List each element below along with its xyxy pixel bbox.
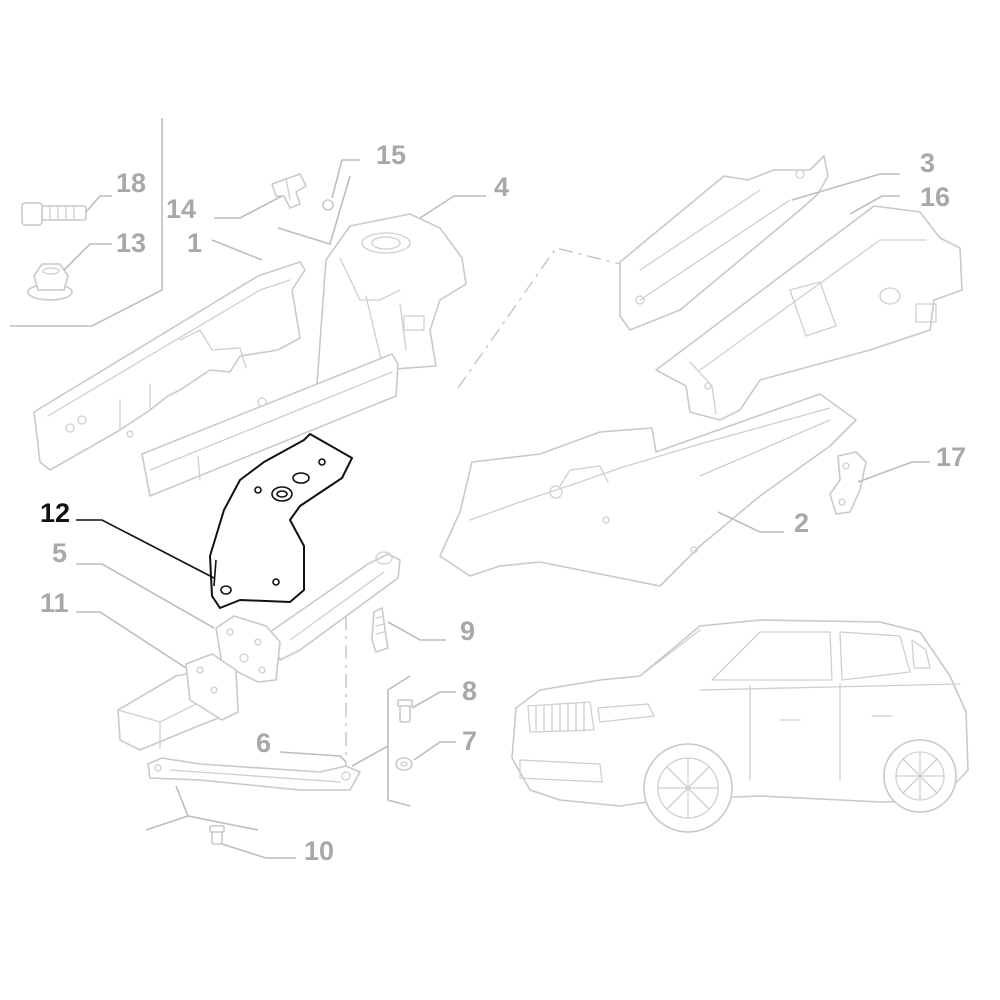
callout-labels: 1 2 3 4 5 6 7 8 9 10 11 12 13 14 15 16 1…	[40, 140, 966, 866]
part-13-nut[interactable]	[27, 243, 112, 301]
part-6-frame	[145, 785, 259, 831]
callout-4[interactable]: 4	[494, 172, 509, 202]
callout-11[interactable]: 11	[40, 588, 69, 618]
callout-16[interactable]: 16	[920, 182, 950, 212]
callout-17[interactable]: 17	[936, 442, 966, 472]
hardware-group-frame	[10, 118, 163, 327]
callout-15[interactable]: 15	[376, 140, 406, 170]
part-4-frame-lines	[277, 175, 351, 246]
fastener-group-frame	[351, 675, 411, 807]
callout-14[interactable]: 14	[166, 194, 196, 224]
part-11-crashbox[interactable]	[76, 611, 239, 751]
part-5-crossmember[interactable]	[76, 551, 401, 683]
callout-2[interactable]: 2	[794, 508, 809, 538]
lower-member	[141, 353, 399, 497]
part-7-washer[interactable]	[395, 741, 456, 771]
callout-6[interactable]: 6	[256, 728, 271, 758]
part-17-bracket[interactable]	[829, 451, 930, 515]
part-12-shield[interactable]	[76, 433, 353, 609]
callout-9[interactable]: 9	[460, 616, 475, 646]
callout-3[interactable]: 3	[920, 148, 935, 178]
callout-5[interactable]: 5	[52, 538, 67, 568]
callout-10[interactable]: 10	[304, 836, 334, 866]
part-4-strut-tower[interactable]	[315, 195, 486, 399]
part-10-bolt[interactable]	[209, 825, 296, 859]
callout-12[interactable]: 12	[40, 498, 70, 528]
callout-18[interactable]: 18	[116, 168, 146, 198]
part-1-rail[interactable]	[33, 239, 306, 471]
part-18-bolt[interactable]	[21, 195, 112, 226]
callout-8[interactable]: 8	[462, 676, 477, 706]
part-2-floor[interactable]	[439, 393, 857, 587]
part-14-clip[interactable]	[214, 173, 307, 219]
part-9-bolt[interactable]	[371, 607, 446, 653]
callout-1[interactable]: 1	[187, 228, 202, 258]
vehicle-illustration	[511, 619, 969, 833]
part-3-panel[interactable]	[619, 155, 900, 331]
callout-13[interactable]: 13	[116, 228, 146, 258]
callout-7[interactable]: 7	[462, 726, 477, 756]
part-16-rail[interactable]	[655, 195, 963, 421]
part-6-lowerbar[interactable]	[147, 751, 361, 791]
assembly-dashed-line	[457, 247, 621, 389]
part-15-clip[interactable]	[322, 159, 360, 211]
part-8-bolt[interactable]	[397, 691, 456, 723]
